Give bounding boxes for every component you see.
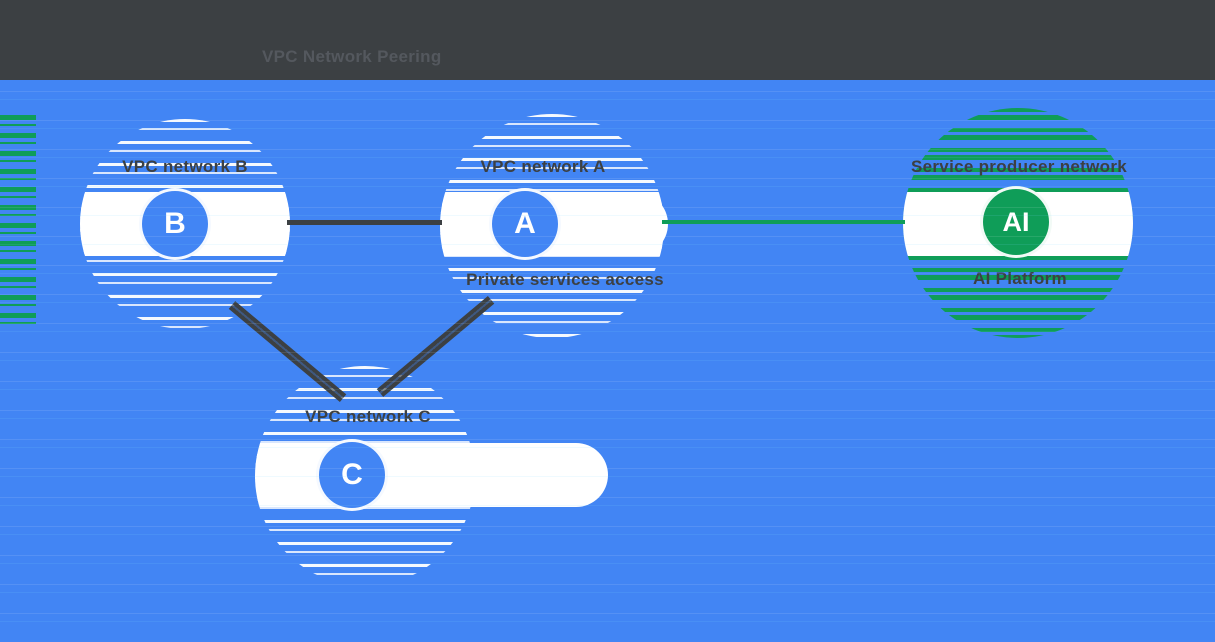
diagram-title: VPC Network Peering	[262, 47, 442, 66]
private-services-line-a-ai	[662, 220, 905, 224]
node-b: B	[139, 188, 211, 260]
node-letter-ai: AI	[1002, 206, 1030, 237]
network-label-b: VPC network B	[122, 157, 248, 176]
private-services-access-label: Private services access	[466, 270, 664, 289]
node-letter-b: B	[164, 207, 186, 240]
ai-platform-label: AI Platform	[973, 269, 1067, 288]
node-c: C	[316, 439, 388, 511]
band-smear-a	[560, 192, 668, 256]
app-header: VPC Network Peering	[0, 0, 1215, 80]
network-label-c: VPC network C	[305, 407, 431, 426]
green-stripe-artifact	[0, 115, 36, 330]
node-a: A	[489, 188, 561, 260]
node-letter-c: C	[341, 458, 363, 491]
network-circle-ai	[903, 108, 1133, 338]
band-smear-c	[380, 443, 608, 507]
network-label-ai: Service producer network	[911, 157, 1127, 176]
node-ai: AI	[980, 186, 1052, 258]
network-label-a: VPC network A	[480, 157, 606, 176]
peering-line-b-a	[287, 220, 442, 225]
node-letter-a: A	[514, 207, 536, 240]
